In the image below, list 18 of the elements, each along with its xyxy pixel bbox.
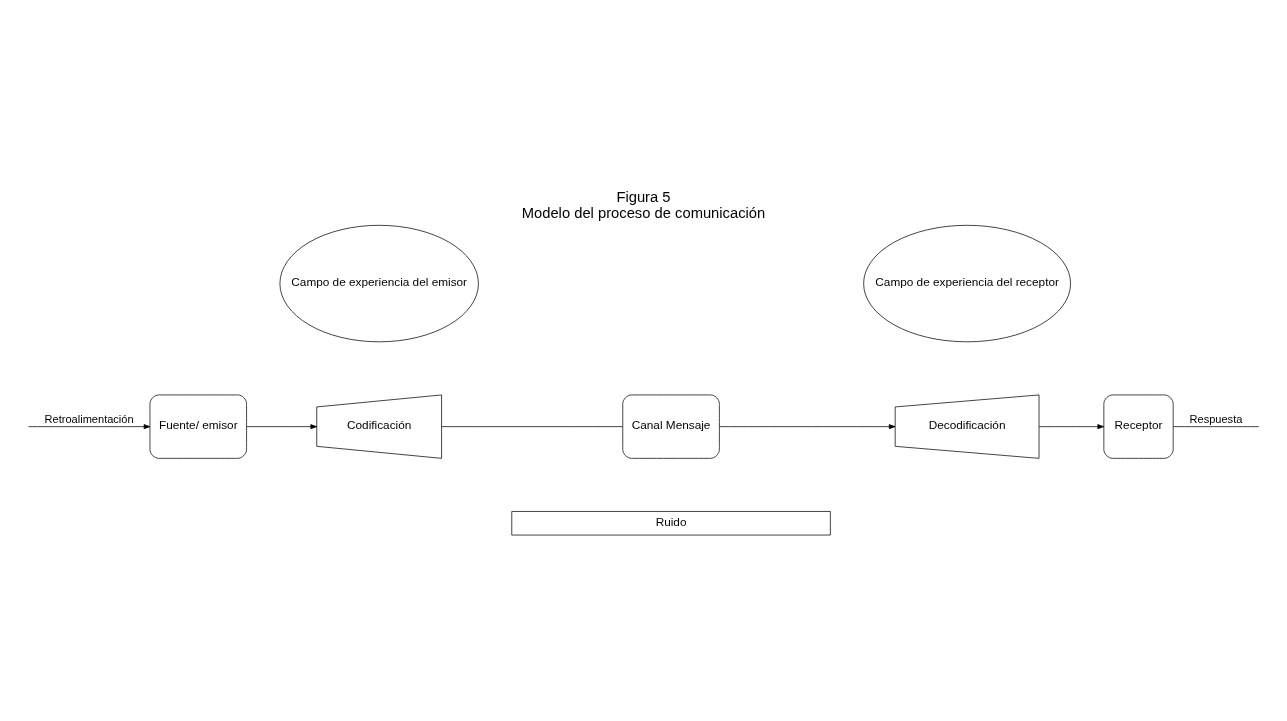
arrow	[28, 423, 151, 429]
arrow	[1038, 423, 1105, 429]
node-box: Ruido	[511, 510, 831, 535]
node-box: Canal Mensaje	[622, 394, 720, 459]
edge-label: Retroalimentación	[44, 412, 134, 425]
node-ellipse: Campo de experiencia del receptor	[863, 224, 1071, 342]
arrow	[246, 423, 318, 429]
node-ellipse: Campo de experiencia del emisor	[279, 224, 479, 342]
edge-label: Respuesta	[1189, 412, 1243, 425]
diagram-title: Figura 5	[616, 188, 671, 205]
node-box: Codificación	[316, 394, 442, 459]
connector	[1172, 425, 1260, 427]
node-box: Decodificación	[894, 394, 1040, 459]
arrow	[719, 423, 896, 429]
caption: Modelo del proceso de comunicación	[521, 204, 766, 221]
connector	[441, 425, 623, 427]
node-box: Receptor	[1103, 394, 1174, 459]
node-box: Fuente/ emisor	[149, 394, 247, 459]
